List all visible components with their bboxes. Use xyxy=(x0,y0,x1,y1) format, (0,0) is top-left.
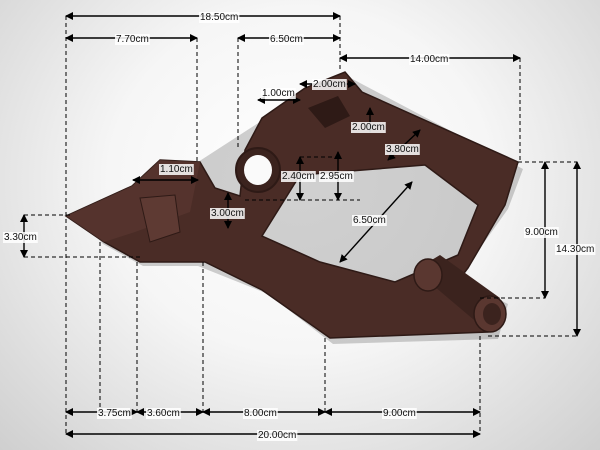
label-lip-width: 1.00cm xyxy=(262,88,295,99)
label-background xyxy=(97,408,132,419)
label-bottom-seg-3: 8.00cm xyxy=(244,408,277,419)
label-background xyxy=(319,171,354,182)
label-tab-depth: 3.00cm xyxy=(211,208,244,219)
label-bottom-seg-1: 3.75cm xyxy=(98,408,131,419)
label-background xyxy=(199,12,240,23)
label-left-top-width: 7.70cm xyxy=(116,34,149,45)
label-background xyxy=(409,54,450,65)
label-background xyxy=(385,144,420,155)
label-background xyxy=(261,88,296,99)
dimension-labels: 18.50cm 7.70cm 6.50cm 14.00cm 2.00cm 1.0… xyxy=(3,12,596,441)
label-slot-width-top: 2.00cm xyxy=(313,79,346,90)
label-overall-bottom-width: 20.00cm xyxy=(258,430,296,441)
label-opening-diagonal: 6.50cm xyxy=(353,215,386,226)
ring-mount xyxy=(235,147,281,193)
label-background xyxy=(146,408,181,419)
bracket-part xyxy=(64,71,523,344)
label-ring-height-outer: 2.95cm xyxy=(320,171,353,182)
roller-bolt xyxy=(413,255,507,333)
label-background xyxy=(115,34,150,45)
arm-slot xyxy=(308,96,350,128)
label-background xyxy=(243,408,278,419)
label-background xyxy=(159,164,194,175)
label-background xyxy=(210,208,245,219)
label-background xyxy=(382,408,417,419)
label-slot-depth-top: 2.00cm xyxy=(352,122,385,133)
label-background xyxy=(281,171,316,182)
label-arm-top-width: 6.50cm xyxy=(270,34,303,45)
label-background xyxy=(555,244,596,255)
label-bottom-seg-2: 3.60cm xyxy=(147,408,180,419)
label-background xyxy=(351,122,386,133)
extension-lines xyxy=(24,16,577,434)
label-total-height: 14.30cm xyxy=(556,244,594,255)
label-bottom-seg-4: 9.00cm xyxy=(383,408,416,419)
label-tab-width: 1.10cm xyxy=(160,164,193,175)
label-arm-right-offset: 14.00cm xyxy=(410,54,448,65)
label-background xyxy=(3,232,38,243)
label-background xyxy=(524,227,559,238)
clip-tab xyxy=(139,194,181,243)
label-background xyxy=(312,79,347,90)
label-background xyxy=(269,34,304,45)
label-ring-height: 2.40cm xyxy=(282,171,315,182)
label-left-height: 3.30cm xyxy=(4,232,37,243)
label-rail-width: 3.80cm xyxy=(386,144,419,155)
label-background xyxy=(257,430,298,441)
label-overall-top-width: 18.50cm xyxy=(200,12,238,23)
label-right-height: 9.00cm xyxy=(525,227,558,238)
label-background xyxy=(352,215,387,226)
